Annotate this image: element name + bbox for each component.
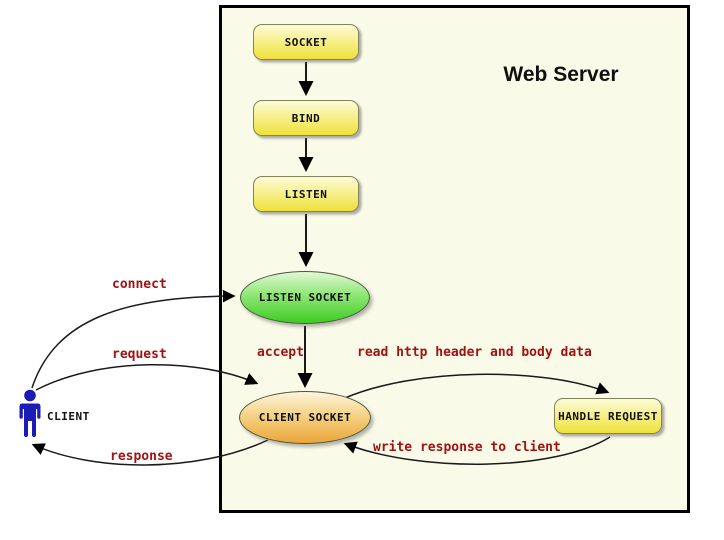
- person-icon: [19, 389, 41, 437]
- node-listen-label: LISTEN: [284, 187, 328, 201]
- diagram-title: Web Server: [503, 63, 619, 86]
- node-socket-label: SOCKET: [284, 35, 328, 49]
- node-socket: SOCKET: [253, 24, 359, 60]
- node-handle-request: HANDLE REQUEST: [554, 398, 662, 434]
- node-handle-request-label: HANDLE REQUEST: [558, 409, 658, 423]
- edge-label-connect: connect: [112, 277, 167, 292]
- edge-label-response: response: [110, 449, 173, 464]
- edge-label-request: request: [112, 347, 167, 362]
- client-label: CLIENT: [47, 410, 90, 423]
- edge-label-read-http: read http header and body data: [357, 345, 592, 360]
- arrow-connect: [31, 289, 236, 389]
- edge-label-accept: accept: [257, 345, 304, 360]
- node-bind: BIND: [253, 100, 359, 136]
- node-listen-socket: LISTEN SOCKET: [240, 271, 370, 324]
- node-bind-label: BIND: [291, 111, 321, 125]
- node-client-socket: CLIENT SOCKET: [239, 391, 371, 444]
- node-listen-socket-label: LISTEN SOCKET: [258, 291, 352, 304]
- node-client-socket-label: CLIENT SOCKET: [258, 411, 352, 424]
- node-listen: LISTEN: [253, 176, 359, 212]
- edge-label-write-response: write response to client: [373, 440, 561, 455]
